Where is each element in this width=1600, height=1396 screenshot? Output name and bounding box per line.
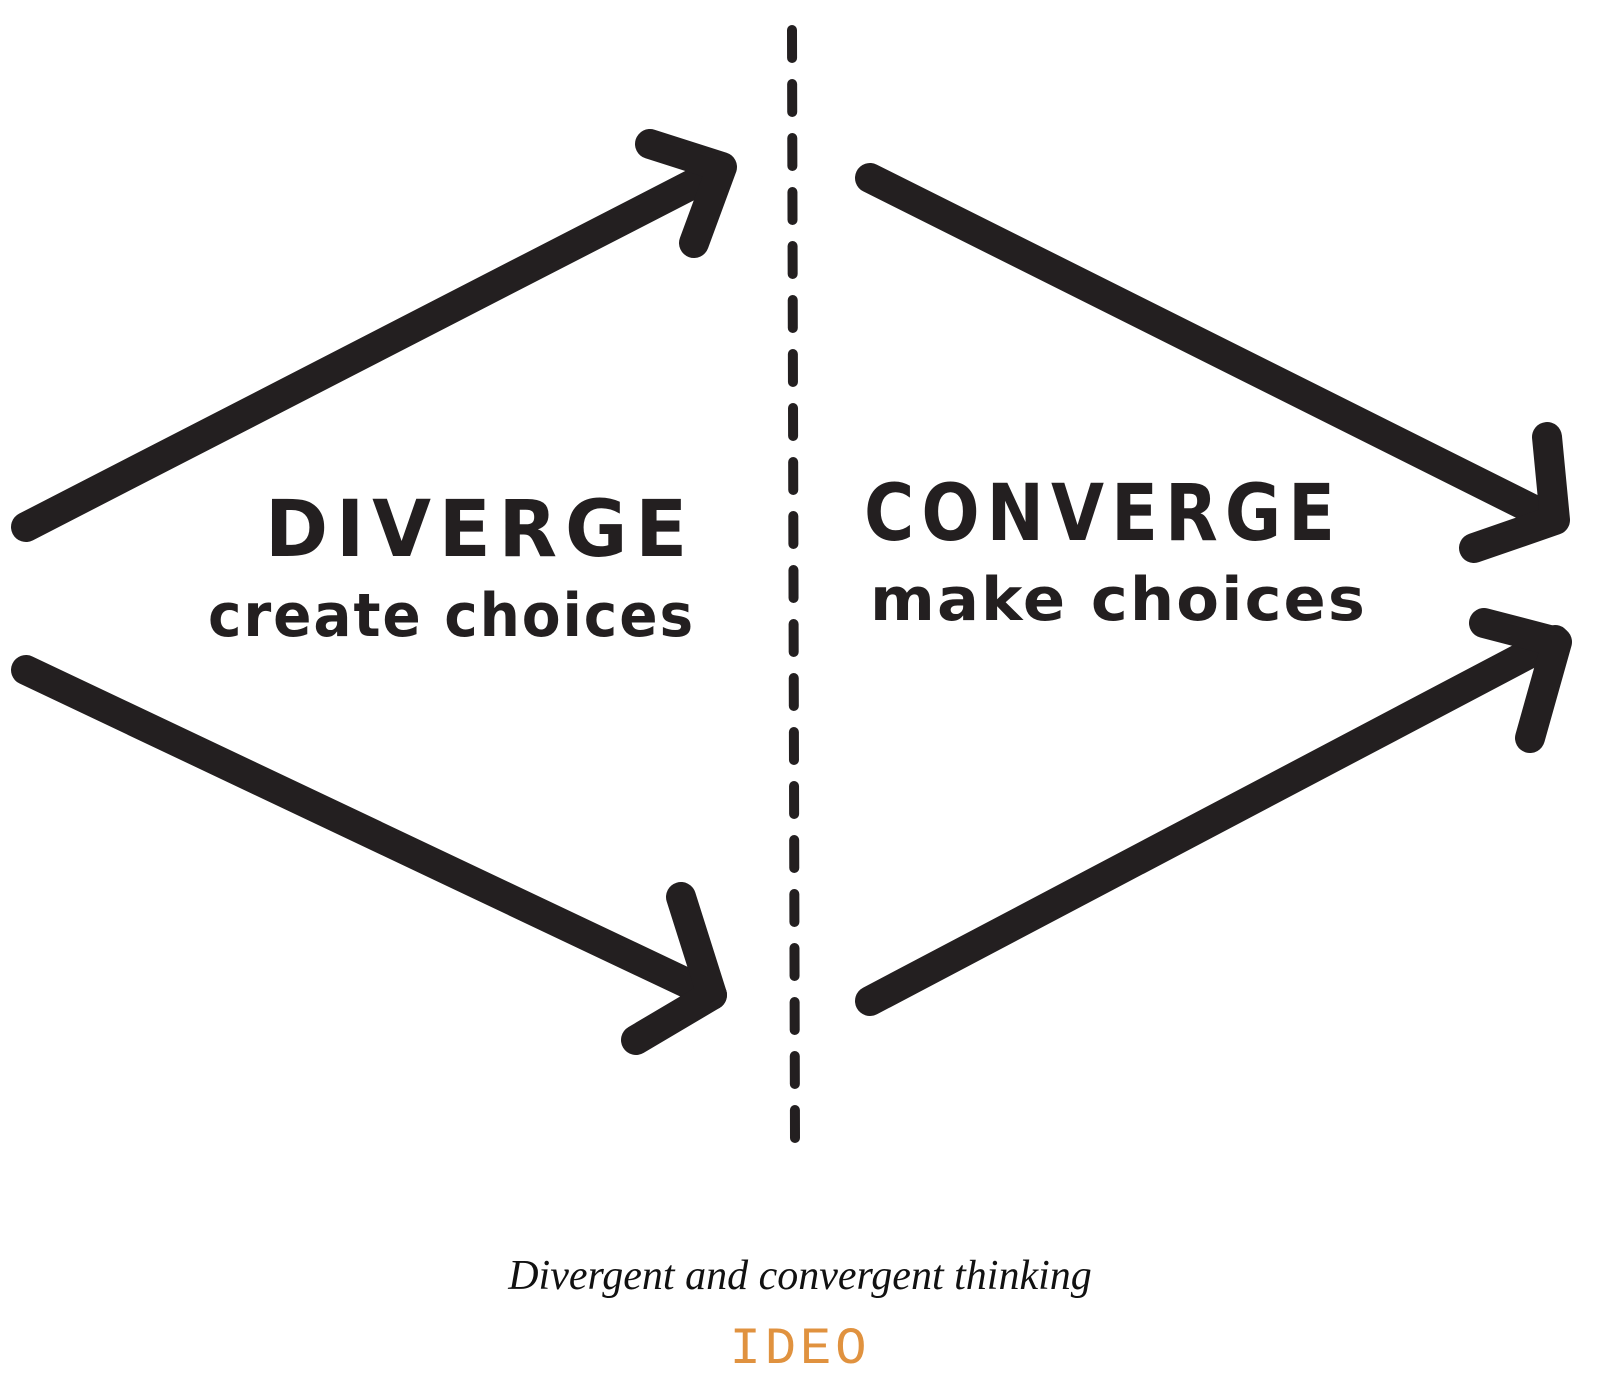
converge-title: CONVERGE xyxy=(864,469,1342,559)
diverge-title: DIVERGE xyxy=(265,485,695,575)
diverge-subtitle: create choices xyxy=(208,581,695,651)
diverge-lower-arrow xyxy=(11,655,727,1055)
converge-subtitle: make choices xyxy=(870,565,1367,635)
figure-caption: Divergent and convergent thinking xyxy=(508,1253,1092,1299)
center-divider-dashed-line xyxy=(787,25,800,1145)
ideo-logo: IDEO xyxy=(729,1320,871,1379)
diverge-upper-arrow xyxy=(11,129,737,542)
converge-lower-arrow xyxy=(855,608,1572,1016)
converge-upper-arrow xyxy=(855,163,1570,563)
